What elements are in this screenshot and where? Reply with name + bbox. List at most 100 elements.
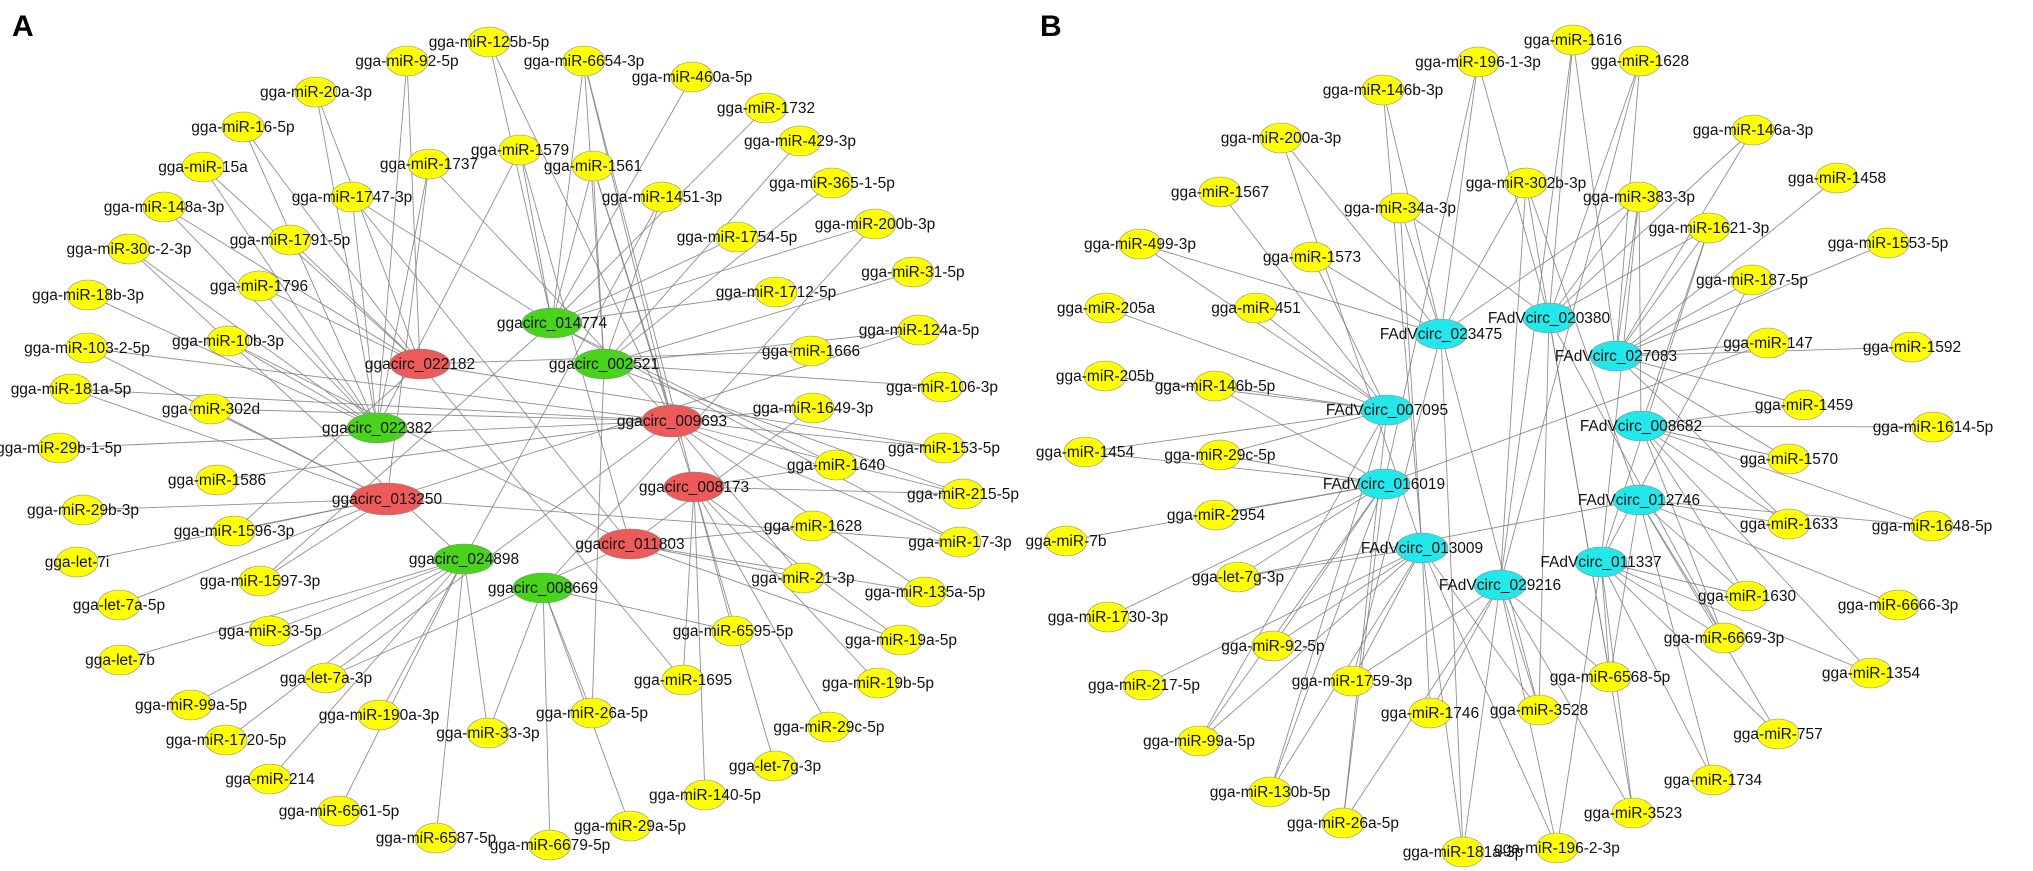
mirna-node-gga-mir-33-3p[interactable]: gga-miR-33-3p (436, 717, 540, 749)
mirna-node-gga-mir-92-5p[interactable]: gga-miR-92-5p (1221, 630, 1325, 662)
mirna-node-gga-mir-1616[interactable]: gga-miR-1616 (1524, 24, 1622, 56)
mirna-node-gga-mir-1354[interactable]: gga-miR-1354 (1822, 657, 1921, 689)
mirna-node-gga-mir-99a-5p[interactable]: gga-miR-99a-5p (135, 689, 247, 721)
mirna-node-gga-mir-1597-3p[interactable]: gga-miR-1597-3p (200, 565, 321, 597)
mirna-node-gga-mir-451[interactable]: gga-miR-451 (1211, 292, 1301, 324)
mirna-node-gga-mir-187-5p[interactable]: gga-miR-187-5p (1696, 264, 1808, 296)
mirna-node-gga-mir-205a[interactable]: gga-miR-205a (1057, 292, 1156, 324)
circrna-node-fadvcirc-016019[interactable]: FAdVcirc_016019 (1323, 468, 1445, 500)
mirna-node-gga-mir-1737[interactable]: gga-miR-1737 (380, 148, 478, 180)
mirna-node-gga-mir-146b-5p[interactable]: gga-miR-146b-5p (1155, 370, 1276, 402)
circrna-node-ggacirc-022182[interactable]: ggacirc_022182 (365, 348, 475, 380)
mirna-node-gga-mir-181a-3p[interactable]: gga-miR-181a-3p (1403, 836, 1524, 868)
mirna-node-gga-mir-19a-5p[interactable]: gga-miR-19a-5p (845, 624, 957, 656)
mirna-node-gga-mir-1592[interactable]: gga-miR-1592 (1863, 331, 1961, 363)
circrna-node-ggacirc-011803[interactable]: ggacirc_011803 (575, 528, 685, 560)
mirna-node-gga-mir-6568-5p[interactable]: gga-miR-6568-5p (1550, 661, 1671, 693)
mirna-node-gga-mir-1561[interactable]: gga-miR-1561 (544, 150, 642, 182)
mirna-node-gga-mir-429-3p[interactable]: gga-miR-429-3p (744, 125, 856, 157)
mirna-node-gga-mir-20a-3p[interactable]: gga-miR-20a-3p (260, 76, 372, 108)
mirna-node-gga-mir-3528[interactable]: gga-miR-3528 (1490, 694, 1588, 726)
mirna-node-gga-mir-99a-5p[interactable]: gga-miR-99a-5p (1143, 725, 1255, 757)
mirna-node-gga-mir-214[interactable]: gga-miR-214 (225, 763, 315, 795)
mirna-node-gga-mir-1579[interactable]: gga-miR-1579 (471, 134, 569, 166)
mirna-node-gga-mir-29b-1-5p[interactable]: gga-miR-29b-1-5p (0, 432, 122, 464)
mirna-node-gga-let-7g-3p[interactable]: gga-let-7g-3p (1192, 561, 1284, 593)
mirna-node-gga-mir-29b-3p[interactable]: gga-miR-29b-3p (27, 494, 139, 526)
mirna-node-gga-mir-1459[interactable]: gga-miR-1459 (1755, 389, 1853, 421)
circrna-node-fadvcirc-013009[interactable]: FAdVcirc_013009 (1361, 532, 1483, 564)
mirna-node-gga-mir-1746[interactable]: gga-miR-1746 (1381, 697, 1479, 729)
mirna-node-gga-mir-29a-5p[interactable]: gga-miR-29a-5p (574, 810, 686, 842)
mirna-node-gga-mir-6587-5p[interactable]: gga-miR-6587-5p (376, 822, 497, 854)
mirna-node-gga-mir-1570[interactable]: gga-miR-1570 (1740, 443, 1839, 475)
mirna-node-gga-mir-16-5p[interactable]: gga-miR-16-5p (191, 111, 295, 143)
mirna-node-gga-mir-147[interactable]: gga-miR-147 (1723, 327, 1813, 359)
circrna-node-fadvcirc-023475[interactable]: FAdVcirc_023475 (1380, 318, 1502, 350)
mirna-node-gga-mir-103-2-5p[interactable]: gga-miR-103-2-5p (24, 332, 150, 364)
circrna-node-ggacirc-022382[interactable]: ggacirc_022382 (322, 412, 432, 444)
mirna-node-gga-mir-26a-5p[interactable]: gga-miR-26a-5p (536, 697, 648, 729)
mirna-node-gga-mir-1734[interactable]: gga-miR-1734 (1664, 764, 1763, 796)
mirna-node-gga-mir-383-3p[interactable]: gga-miR-383-3p (1583, 181, 1695, 213)
mirna-node-gga-mir-124a-5p[interactable]: gga-miR-124a-5p (859, 314, 980, 346)
mirna-node-gga-mir-200b-3p[interactable]: gga-miR-200b-3p (815, 208, 936, 240)
mirna-node-gga-mir-215-5p[interactable]: gga-miR-215-5p (907, 478, 1019, 510)
mirna-node-gga-mir-1640[interactable]: gga-miR-1640 (787, 449, 886, 481)
mirna-node-gga-mir-6595-5p[interactable]: gga-miR-6595-5p (673, 615, 794, 647)
mirna-node-gga-mir-17-3p[interactable]: gga-miR-17-3p (908, 526, 1012, 558)
mirna-node-gga-mir-1573[interactable]: gga-miR-1573 (1263, 241, 1361, 273)
mirna-node-gga-mir-29c-5p[interactable]: gga-miR-29c-5p (1164, 439, 1276, 471)
mirna-node-gga-mir-1649-3p[interactable]: gga-miR-1649-3p (753, 392, 874, 424)
mirna-node-gga-mir-302d[interactable]: gga-miR-302d (162, 393, 260, 425)
mirna-node-gga-let-7i[interactable]: gga-let-7i (45, 546, 110, 578)
mirna-node-gga-mir-196-1-3p[interactable]: gga-miR-196-1-3p (1415, 46, 1541, 78)
circrna-node-fadvcirc-027083[interactable]: FAdVcirc_027083 (1555, 340, 1677, 372)
mirna-node-gga-mir-92-5p[interactable]: gga-miR-92-5p (355, 45, 459, 77)
mirna-node-gga-mir-1630[interactable]: gga-miR-1630 (1698, 580, 1797, 612)
mirna-node-gga-mir-181a-5p[interactable]: gga-miR-181a-5p (11, 373, 132, 405)
mirna-node-gga-mir-1596-3p[interactable]: gga-miR-1596-3p (174, 515, 295, 547)
mirna-node-gga-mir-302b-3p[interactable]: gga-miR-302b-3p (1466, 167, 1587, 199)
mirna-node-gga-mir-6679-5p[interactable]: gga-miR-6679-5p (490, 829, 611, 861)
mirna-node-gga-mir-7b[interactable]: gga-miR-7b (1026, 525, 1107, 557)
circrna-node-ggacirc-002521[interactable]: ggacirc_002521 (549, 348, 659, 380)
mirna-node-gga-mir-1633[interactable]: gga-miR-1633 (1740, 508, 1838, 540)
mirna-node-gga-mir-1586[interactable]: gga-miR-1586 (168, 464, 266, 496)
mirna-node-gga-let-7b[interactable]: gga-let-7b (85, 644, 155, 676)
mirna-node-gga-mir-1796[interactable]: gga-miR-1796 (210, 270, 308, 302)
mirna-node-gga-mir-140-5p[interactable]: gga-miR-140-5p (649, 779, 761, 811)
mirna-node-gga-mir-1732[interactable]: gga-miR-1732 (717, 92, 815, 124)
circrna-node-fadvcirc-012746[interactable]: FAdVcirc_012746 (1578, 484, 1700, 516)
mirna-node-gga-mir-499-3p[interactable]: gga-miR-499-3p (1084, 228, 1196, 260)
mirna-node-gga-mir-1759-3p[interactable]: gga-miR-1759-3p (1292, 665, 1413, 697)
mirna-node-gga-mir-1458[interactable]: gga-miR-1458 (1788, 162, 1886, 194)
mirna-node-gga-mir-1451-3p[interactable]: gga-miR-1451-3p (602, 181, 723, 213)
mirna-node-gga-mir-3523[interactable]: gga-miR-3523 (1584, 797, 1682, 829)
circrna-node-fadvcirc-007095[interactable]: FAdVcirc_007095 (1326, 394, 1448, 426)
mirna-node-gga-mir-1730-3p[interactable]: gga-miR-1730-3p (1048, 601, 1169, 633)
mirna-node-gga-mir-18b-3p[interactable]: gga-miR-18b-3p (32, 279, 144, 311)
mirna-node-gga-mir-146b-3p[interactable]: gga-miR-146b-3p (1323, 74, 1444, 106)
circrna-node-ggacirc-008669[interactable]: ggacirc_008669 (488, 572, 598, 604)
mirna-node-gga-mir-1712-5p[interactable]: gga-miR-1712-5p (716, 276, 837, 308)
mirna-node-gga-mir-1648-5p[interactable]: gga-miR-1648-5p (1872, 510, 1993, 542)
circrna-node-fadvcirc-011337[interactable]: FAdVcirc_011337 (1540, 546, 1662, 578)
mirna-node-gga-mir-30c-2-3p[interactable]: gga-miR-30c-2-3p (67, 233, 192, 265)
mirna-node-gga-mir-1747-3p[interactable]: gga-miR-1747-3p (292, 181, 413, 213)
mirna-node-gga-mir-6561-5p[interactable]: gga-miR-6561-5p (279, 795, 400, 827)
circrna-node-fadvcirc-029216[interactable]: FAdVcirc_029216 (1439, 569, 1561, 601)
mirna-node-gga-mir-10b-3p[interactable]: gga-miR-10b-3p (172, 325, 284, 357)
mirna-node-gga-mir-6666-3p[interactable]: gga-miR-6666-3p (1838, 589, 1959, 621)
mirna-node-gga-mir-6669-3p[interactable]: gga-miR-6669-3p (1664, 622, 1785, 654)
mirna-node-gga-mir-34a-3p[interactable]: gga-miR-34a-3p (1344, 192, 1456, 224)
mirna-node-gga-mir-200a-3p[interactable]: gga-miR-200a-3p (1221, 122, 1342, 154)
mirna-node-gga-mir-196-2-3p[interactable]: gga-miR-196-2-3p (1494, 832, 1620, 864)
mirna-node-gga-mir-146a-3p[interactable]: gga-miR-146a-3p (1693, 114, 1814, 146)
mirna-node-gga-mir-153-5p[interactable]: gga-miR-153-5p (888, 432, 1000, 464)
circrna-node-ggacirc-009693[interactable]: ggacirc_009693 (617, 404, 727, 438)
mirna-node-gga-mir-1791-5p[interactable]: gga-miR-1791-5p (230, 224, 351, 256)
mirna-node-gga-mir-757[interactable]: gga-miR-757 (1733, 718, 1823, 750)
mirna-node-gga-mir-1695[interactable]: gga-miR-1695 (634, 664, 732, 696)
mirna-node-gga-mir-15a[interactable]: gga-miR-15a (158, 151, 248, 183)
